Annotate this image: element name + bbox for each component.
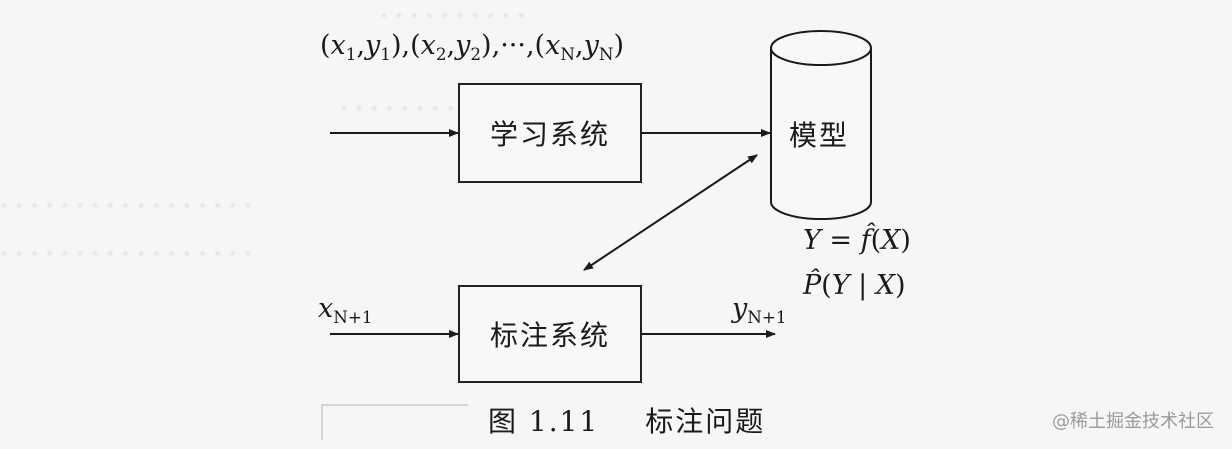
figure-title: 标注问题 <box>645 405 766 438</box>
bleed-through-text: · · · · · · · · <box>340 95 455 123</box>
bleed-through-text: · · · · · · · · · · · · · · · · · <box>0 192 252 220</box>
training-data-label: (x1,y1),(x2,y2),···,(xN,yN) <box>320 30 625 64</box>
model-equation-regression: Y = f̂(X) <box>803 225 911 256</box>
bleed-through-text: · · · · · · · · · · · · · · · · · <box>0 240 252 268</box>
model-label: 模型 <box>789 119 850 152</box>
learning-system-box: 学习系统 <box>458 83 642 183</box>
model-cylinder <box>770 30 872 220</box>
labeling-system-box: 标注系统 <box>458 285 642 383</box>
labeling-system-label: 标注系统 <box>489 319 610 352</box>
bleed-through-text: · · · · · · · · · · <box>380 2 525 30</box>
figure-caption: 图 1.11 标注问题 <box>488 400 765 440</box>
output-variable-label: yN+1 <box>732 293 787 327</box>
model-equation-probability: P̂(Y | X) <box>803 270 906 301</box>
figure-number: 图 1.11 <box>488 405 600 438</box>
arrow-model-to-labeling <box>583 154 758 271</box>
learning-system-label: 学习系统 <box>489 118 610 151</box>
watermark-text: @稀土掘金技术社区 <box>1052 411 1214 432</box>
input-variable-label: xN+1 <box>318 293 373 327</box>
